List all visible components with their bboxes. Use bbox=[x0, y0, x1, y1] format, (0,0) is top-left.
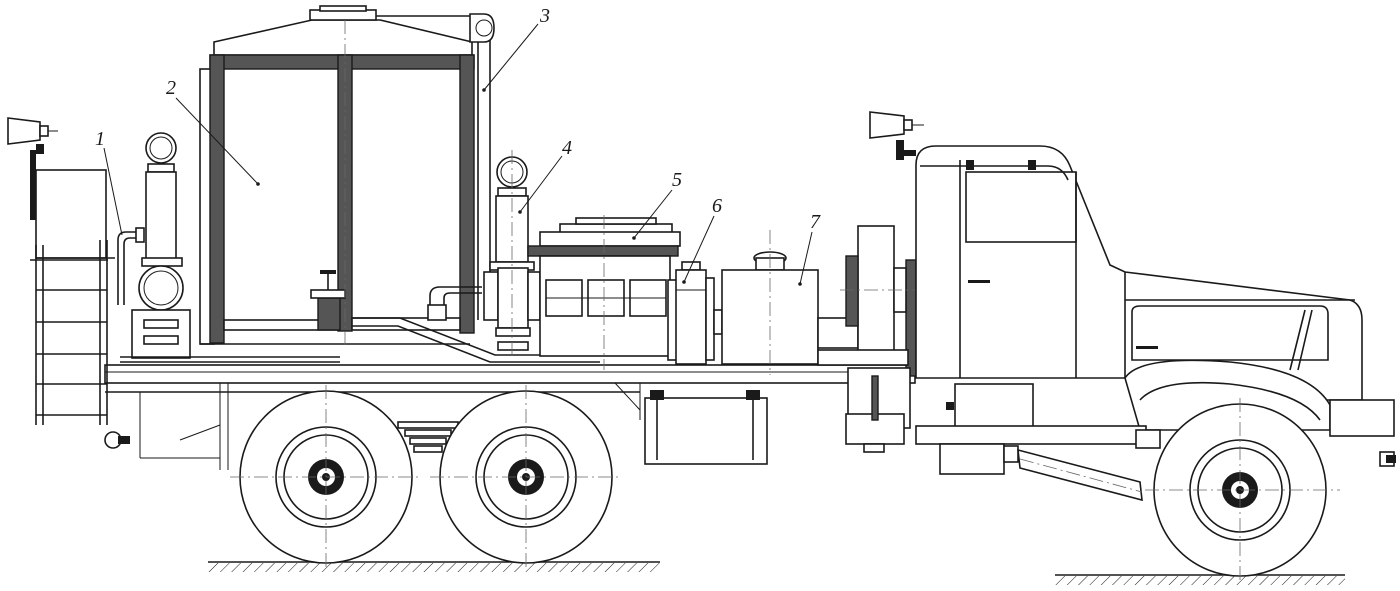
tow-hitch-icon bbox=[104, 431, 130, 449]
svg-text:1: 1 bbox=[95, 128, 105, 150]
chassis-frame bbox=[104, 364, 916, 470]
rear-wheel-1 bbox=[230, 385, 420, 570]
engine bbox=[527, 215, 681, 370]
cab-step bbox=[845, 367, 1161, 502]
callout-1: 1 bbox=[95, 128, 123, 236]
rear-spring bbox=[397, 421, 459, 453]
svg-text:7: 7 bbox=[810, 211, 821, 233]
front-lamp-icon bbox=[869, 111, 924, 160]
callout-7: 7 bbox=[798, 211, 821, 286]
svg-text:3: 3 bbox=[539, 5, 550, 27]
transmission bbox=[817, 225, 930, 377]
rear-lamp-icon bbox=[7, 117, 58, 154]
ground-front bbox=[1055, 574, 1345, 585]
svg-text:4: 4 bbox=[562, 137, 572, 159]
callout-2: 2 bbox=[166, 77, 260, 186]
callout-3: 3 bbox=[482, 5, 550, 92]
rear-pump bbox=[117, 132, 191, 359]
fuel-container bbox=[721, 230, 859, 375]
callout-5: 5 bbox=[632, 169, 682, 240]
callout-6: 6 bbox=[682, 195, 722, 284]
side-box bbox=[644, 390, 768, 465]
vent-pipe bbox=[376, 13, 495, 320]
svg-text:6: 6 bbox=[712, 195, 722, 217]
main-pump bbox=[483, 150, 541, 360]
water-tank bbox=[199, 5, 475, 345]
rear-ladder bbox=[30, 150, 115, 425]
bed-piping bbox=[120, 286, 600, 363]
front-wheel bbox=[1145, 398, 1340, 580]
svg-text:2: 2 bbox=[166, 77, 176, 99]
svg-text:5: 5 bbox=[672, 169, 682, 191]
ground-rear bbox=[208, 561, 660, 572]
callout-4: 4 bbox=[518, 137, 572, 214]
filter bbox=[675, 261, 723, 365]
rear-wheel-2 bbox=[430, 385, 620, 570]
